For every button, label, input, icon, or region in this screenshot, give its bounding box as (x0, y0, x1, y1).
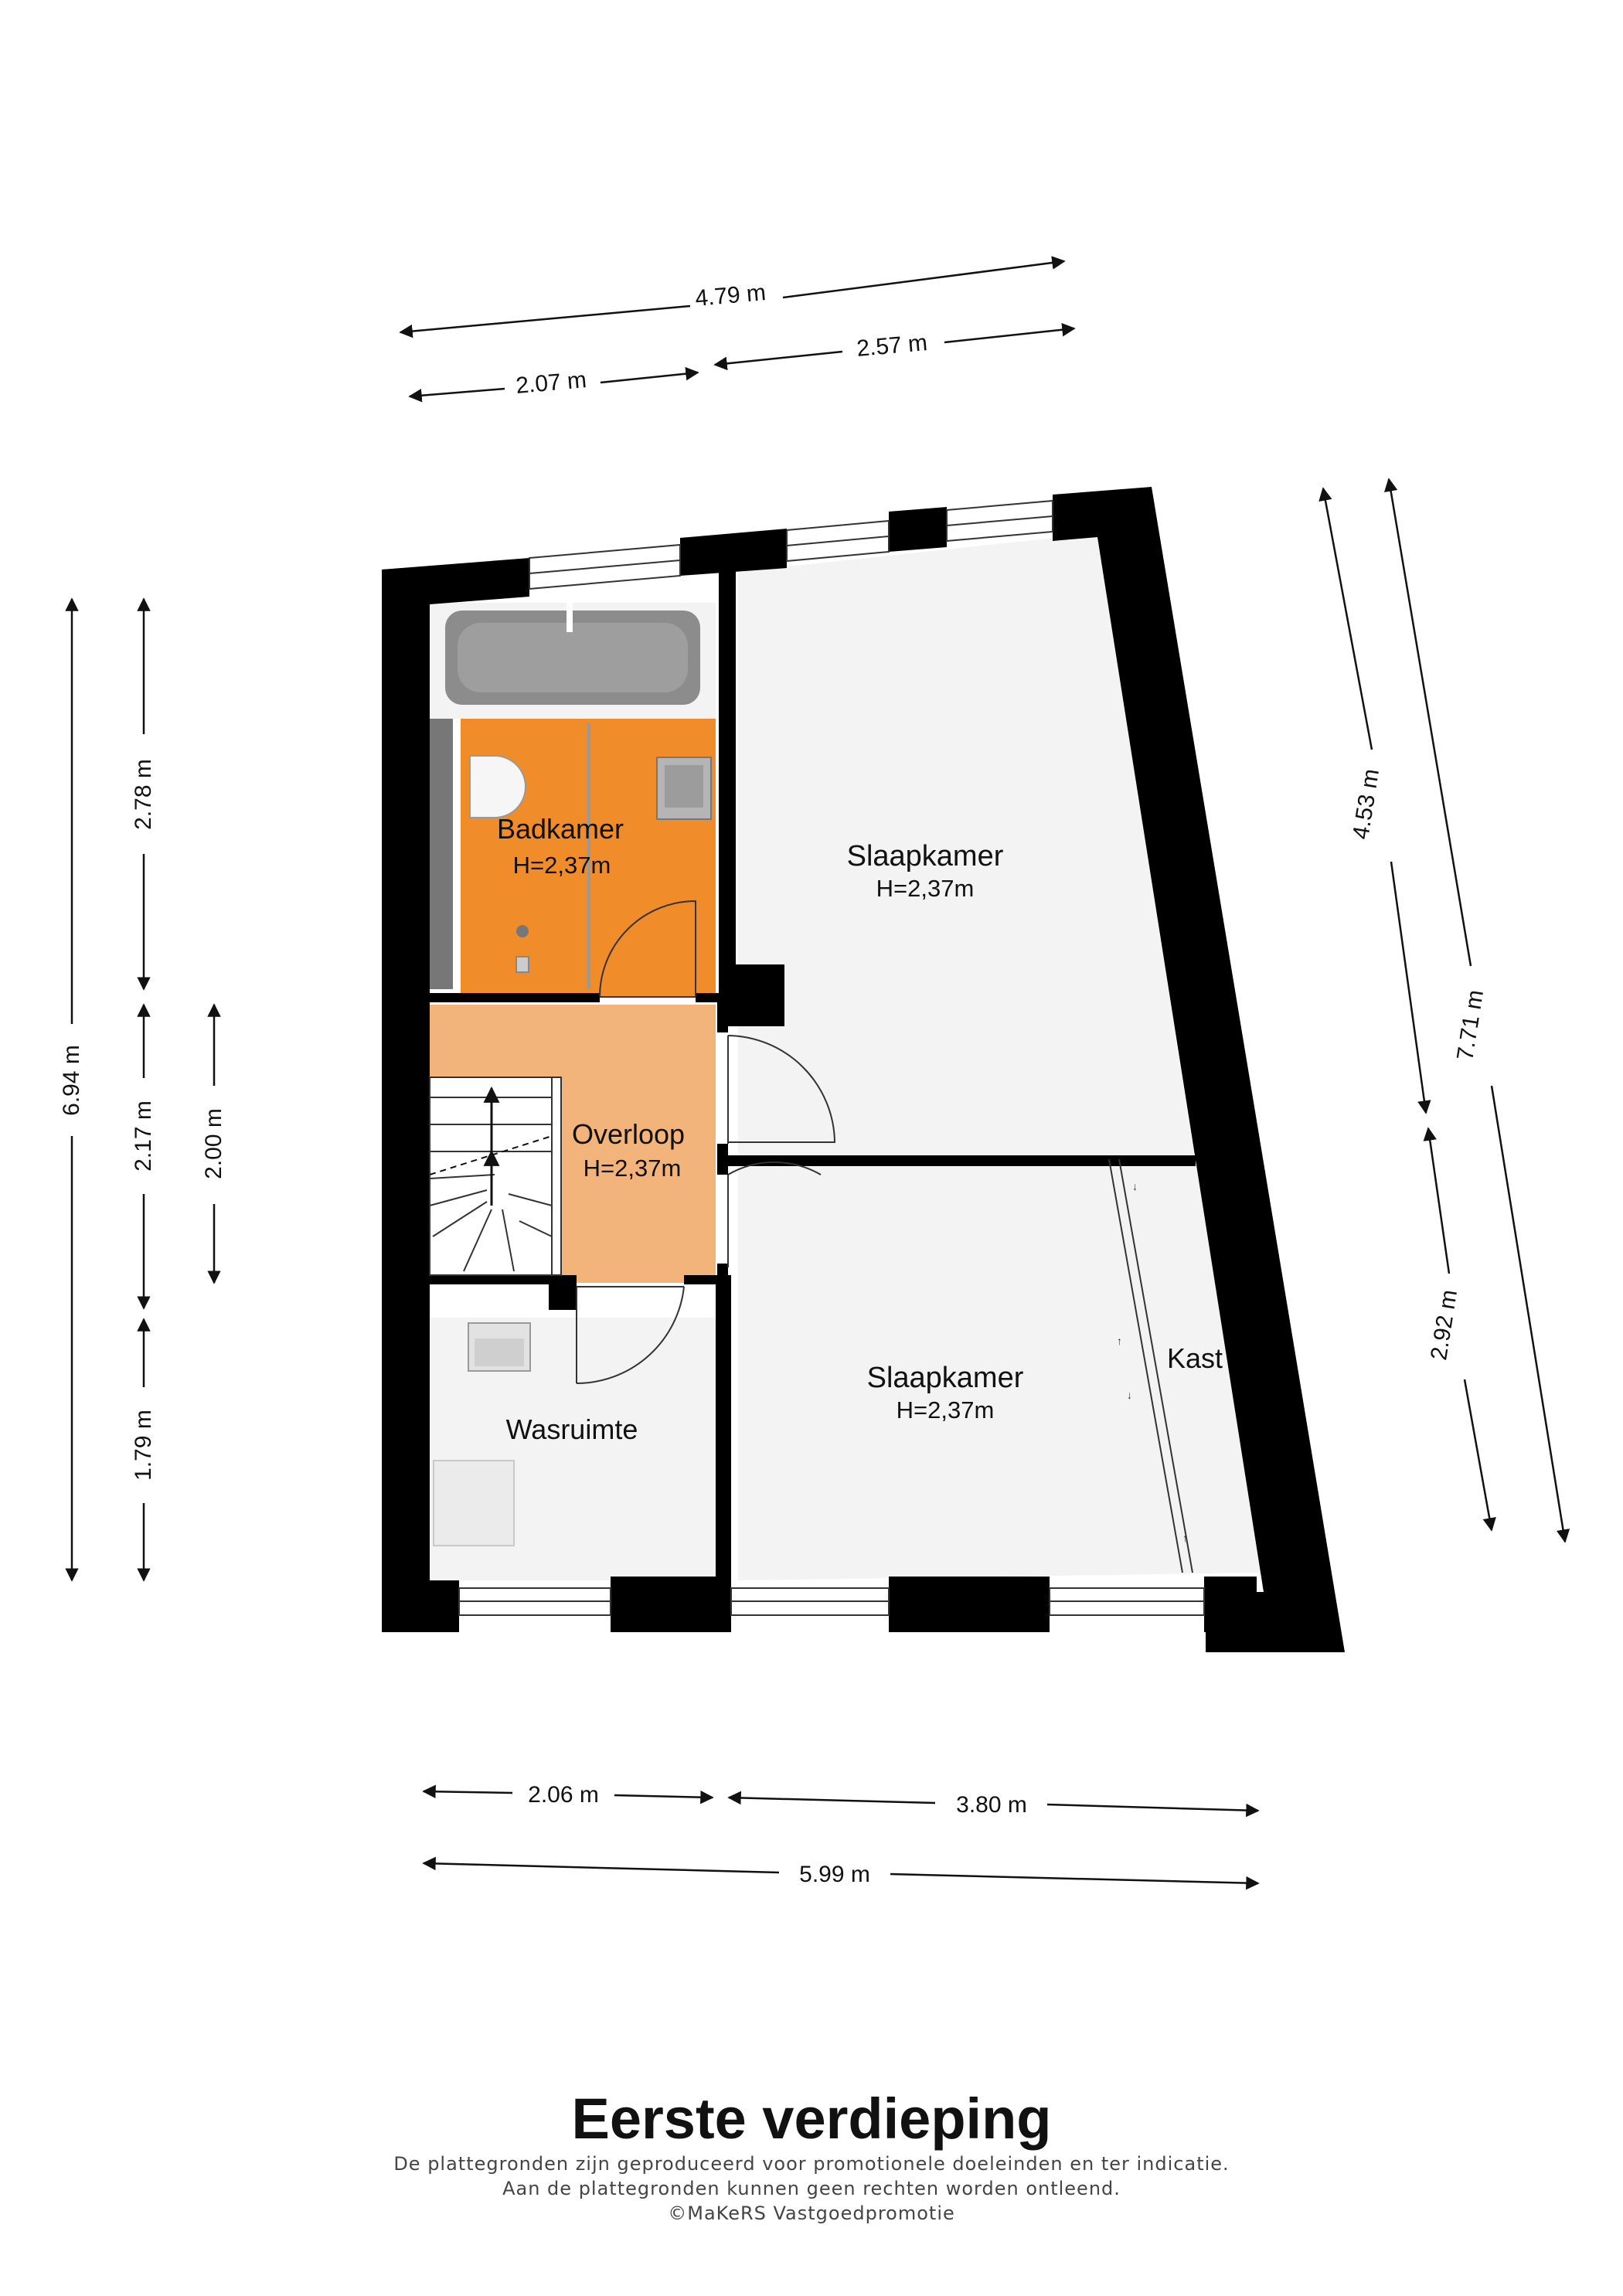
wall-bath-bedroom (719, 568, 736, 997)
door-kast (1108, 1158, 1193, 1573)
wall-wasruimte-right (716, 1275, 731, 1588)
dim-line-bottom-left-a (422, 1784, 513, 1799)
room-labels: Badkamer H=2,37m Slaapkamer H=2,37m Over… (497, 813, 1223, 1445)
dim-line-top-left-a (408, 387, 505, 403)
dim-right-lower: 2.92 m (1426, 1288, 1462, 1362)
dim-line-bottom-left-b (614, 1790, 714, 1804)
dim-line-right-upper-a (1318, 487, 1373, 750)
dim-left-upper: 2.78 m (131, 759, 156, 830)
wall-bath-overloop-right (696, 993, 736, 1002)
dim-top-left: 2.07 m (515, 367, 587, 399)
dimension-lines (65, 256, 1570, 1890)
door-slaapkamer-2 (727, 1161, 822, 1267)
overloop-height: H=2,37m (584, 1155, 682, 1182)
slaapkamer-1-height: H=2,37m (876, 875, 975, 902)
shower-drain (516, 925, 529, 937)
dimension-labels: 4.79 m 2.07 m 2.57 m 6.94 m 2.78 m 2.17 … (59, 280, 1489, 1887)
disclaimer-line-3: ©MaKeRS Vastgoedpromotie (668, 2202, 955, 2224)
slaapkamer-1-name: Slaapkamer (847, 840, 1004, 872)
overloop-name: Overloop (572, 1118, 685, 1150)
fixtures: ↓ ↑ ↓ ↑ (429, 601, 1188, 1546)
dim-line-top-total-a (399, 304, 691, 338)
wall-bedrooms (728, 1155, 1196, 1166)
slaapkamer-1-floor (738, 533, 1194, 1155)
dim-top-total: 4.79 m (694, 280, 767, 311)
dim-line-top-right-b (944, 322, 1076, 344)
shower-head (515, 956, 529, 973)
stair-wall (551, 1077, 562, 1276)
kast-name: Kast (1167, 1342, 1223, 1374)
washbasin-bowl (665, 765, 703, 808)
wall-overloop-wasruimte (430, 1275, 577, 1284)
bottom-wall-mid-1 (611, 1577, 731, 1632)
dim-bottom-total: 5.99 m (799, 1862, 870, 1887)
dim-right-upper: 4.53 m (1348, 767, 1384, 842)
shower-wall (430, 719, 453, 989)
door-badkamer (599, 900, 696, 998)
toilet (469, 755, 526, 818)
svg-text:↑: ↑ (1117, 1335, 1122, 1347)
badkamer-height: H=2,37m (513, 852, 611, 879)
badkamer-name: Badkamer (497, 813, 624, 845)
dim-right-total: 7.71 m (1452, 988, 1489, 1063)
svg-text:↓: ↓ (1127, 1389, 1132, 1401)
dim-line-right-total-a (1383, 478, 1472, 967)
dim-line-bottom-total-b (890, 1873, 1260, 1890)
dim-line-right-lower-b (1463, 1379, 1496, 1532)
disclaimer-line-1: De plattegronden zijn geproduceerd voor … (393, 2153, 1230, 2175)
dim-left-middle: 2.17 m (131, 1100, 156, 1172)
dim-left-inner: 2.00 m (201, 1108, 226, 1179)
footer: Eerste verdieping De plattegronden zijn … (0, 2087, 1623, 2226)
bottom-wall-left (382, 1580, 459, 1632)
washing-machine (433, 1460, 515, 1546)
dim-line-top-left-b (600, 366, 699, 384)
dim-bottom-right: 3.80 m (956, 1792, 1027, 1818)
dim-line-bottom-right-a (727, 1791, 936, 1805)
bath-glass (587, 723, 590, 989)
doors (576, 900, 1193, 1573)
top-wall-left (382, 558, 529, 604)
svg-text:↑: ↑ (1182, 1532, 1188, 1544)
top-wall-pier-2 (889, 507, 947, 552)
dim-top-right: 2.57 m (856, 330, 928, 362)
door-slaapkamer-1 (727, 1035, 836, 1144)
disclaimer-line-2: Aan de plattegronden kunnen geen rechten… (502, 2178, 1121, 2199)
left-wall (382, 566, 430, 1632)
walls (382, 487, 1345, 1652)
top-wall-right (1053, 487, 1345, 1652)
dim-line-top-right-a (713, 350, 843, 371)
wall-bath-overloop (430, 993, 600, 1002)
slaapkamer-2-name: Slaapkamer (867, 1362, 1024, 1394)
dim-line-right-total-b (1490, 1085, 1570, 1543)
floor-title: Eerste verdieping (571, 2087, 1052, 2151)
dim-left-total: 6.94 m (59, 1045, 84, 1116)
windows (458, 499, 1205, 1616)
wasruimte-name: Wasruimte (506, 1413, 638, 1445)
laundry-sink-bowl (475, 1338, 524, 1366)
dim-line-right-upper-b (1390, 861, 1431, 1114)
svg-text:↓: ↓ (1132, 1180, 1138, 1192)
dim-line-right-lower-a (1423, 1127, 1451, 1274)
kast-arrows: ↓ ↑ ↓ ↑ (1117, 1180, 1188, 1544)
slaapkamer-2-height: H=2,37m (897, 1396, 995, 1424)
dim-line-top-total-b (782, 256, 1066, 299)
dim-bottom-left: 2.06 m (528, 1782, 599, 1808)
wall-overloop-right-mid (717, 1144, 728, 1175)
slaapkamer-2-floor (738, 1167, 1261, 1580)
dim-line-bottom-right-b (1046, 1803, 1260, 1818)
dim-line-bottom-total-a (422, 1856, 780, 1874)
wall-overloop-wasruimte-stub (549, 1275, 577, 1310)
bottom-wall-mid-2 (889, 1577, 1050, 1632)
bottom-wall-right (1204, 1577, 1257, 1632)
wall-overloop-right (717, 1002, 728, 1032)
bathtub-inner (458, 623, 688, 692)
top-wall-pier-1 (680, 529, 787, 576)
door-wasruimte (576, 1286, 685, 1384)
dim-left-lower: 1.79 m (131, 1410, 156, 1481)
bathtub-tap (567, 601, 573, 632)
